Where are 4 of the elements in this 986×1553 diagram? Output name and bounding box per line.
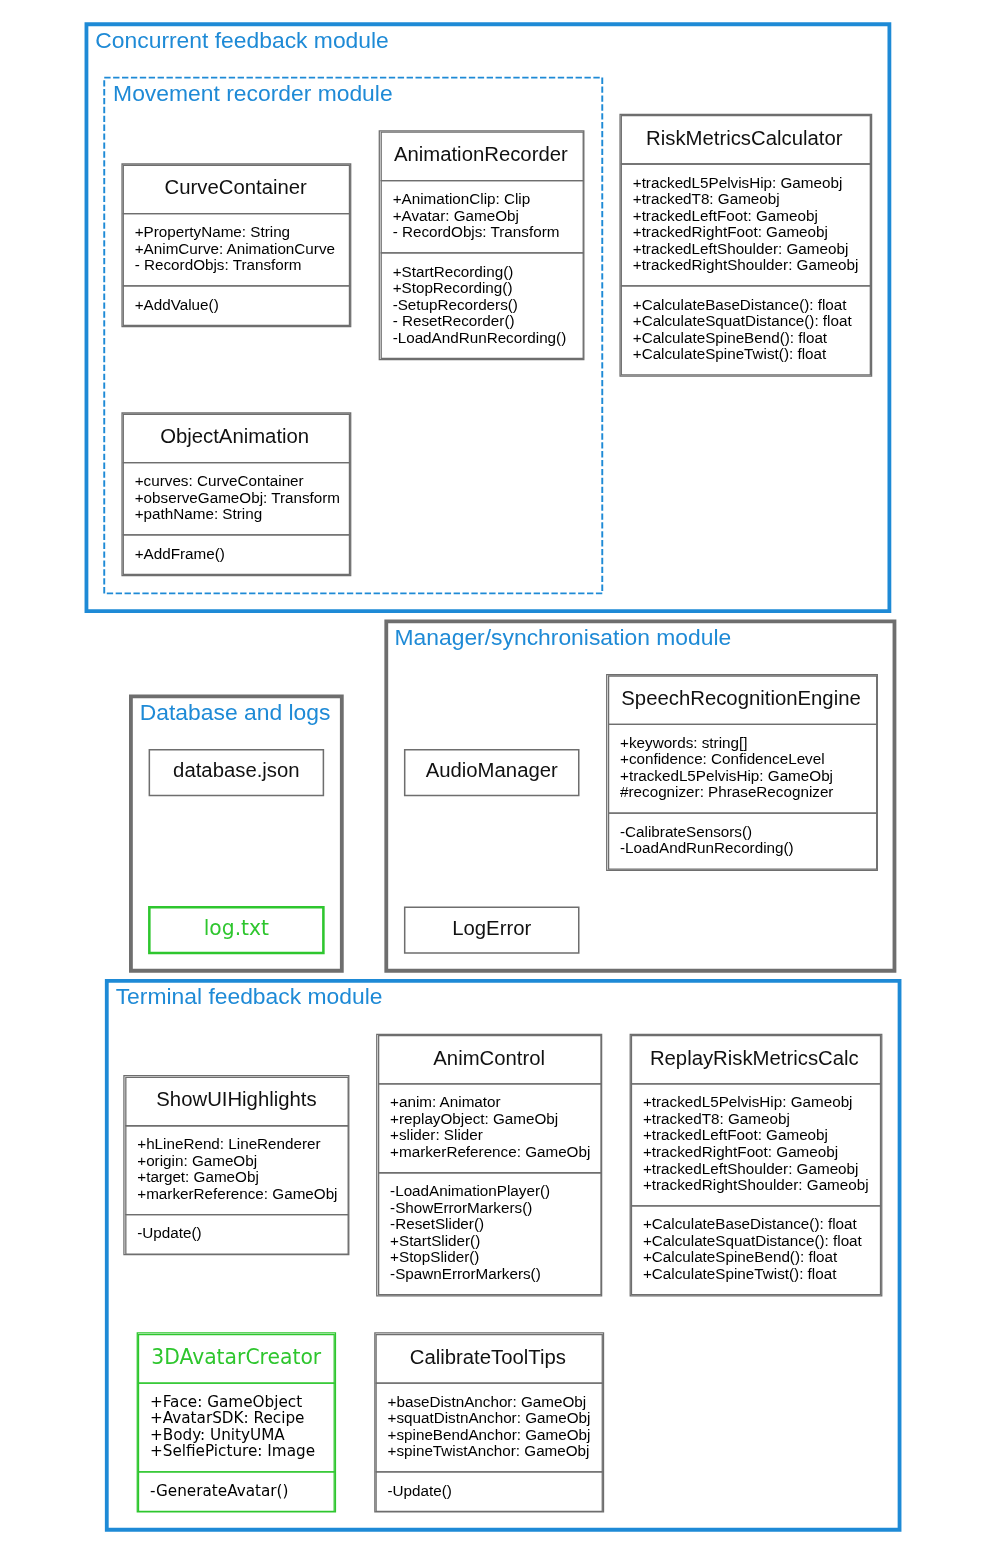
node-box: AudioManager xyxy=(403,748,580,796)
node-box: database.json xyxy=(148,748,325,796)
node-box: LogError xyxy=(403,905,580,954)
node-box: log.txt xyxy=(148,905,325,954)
